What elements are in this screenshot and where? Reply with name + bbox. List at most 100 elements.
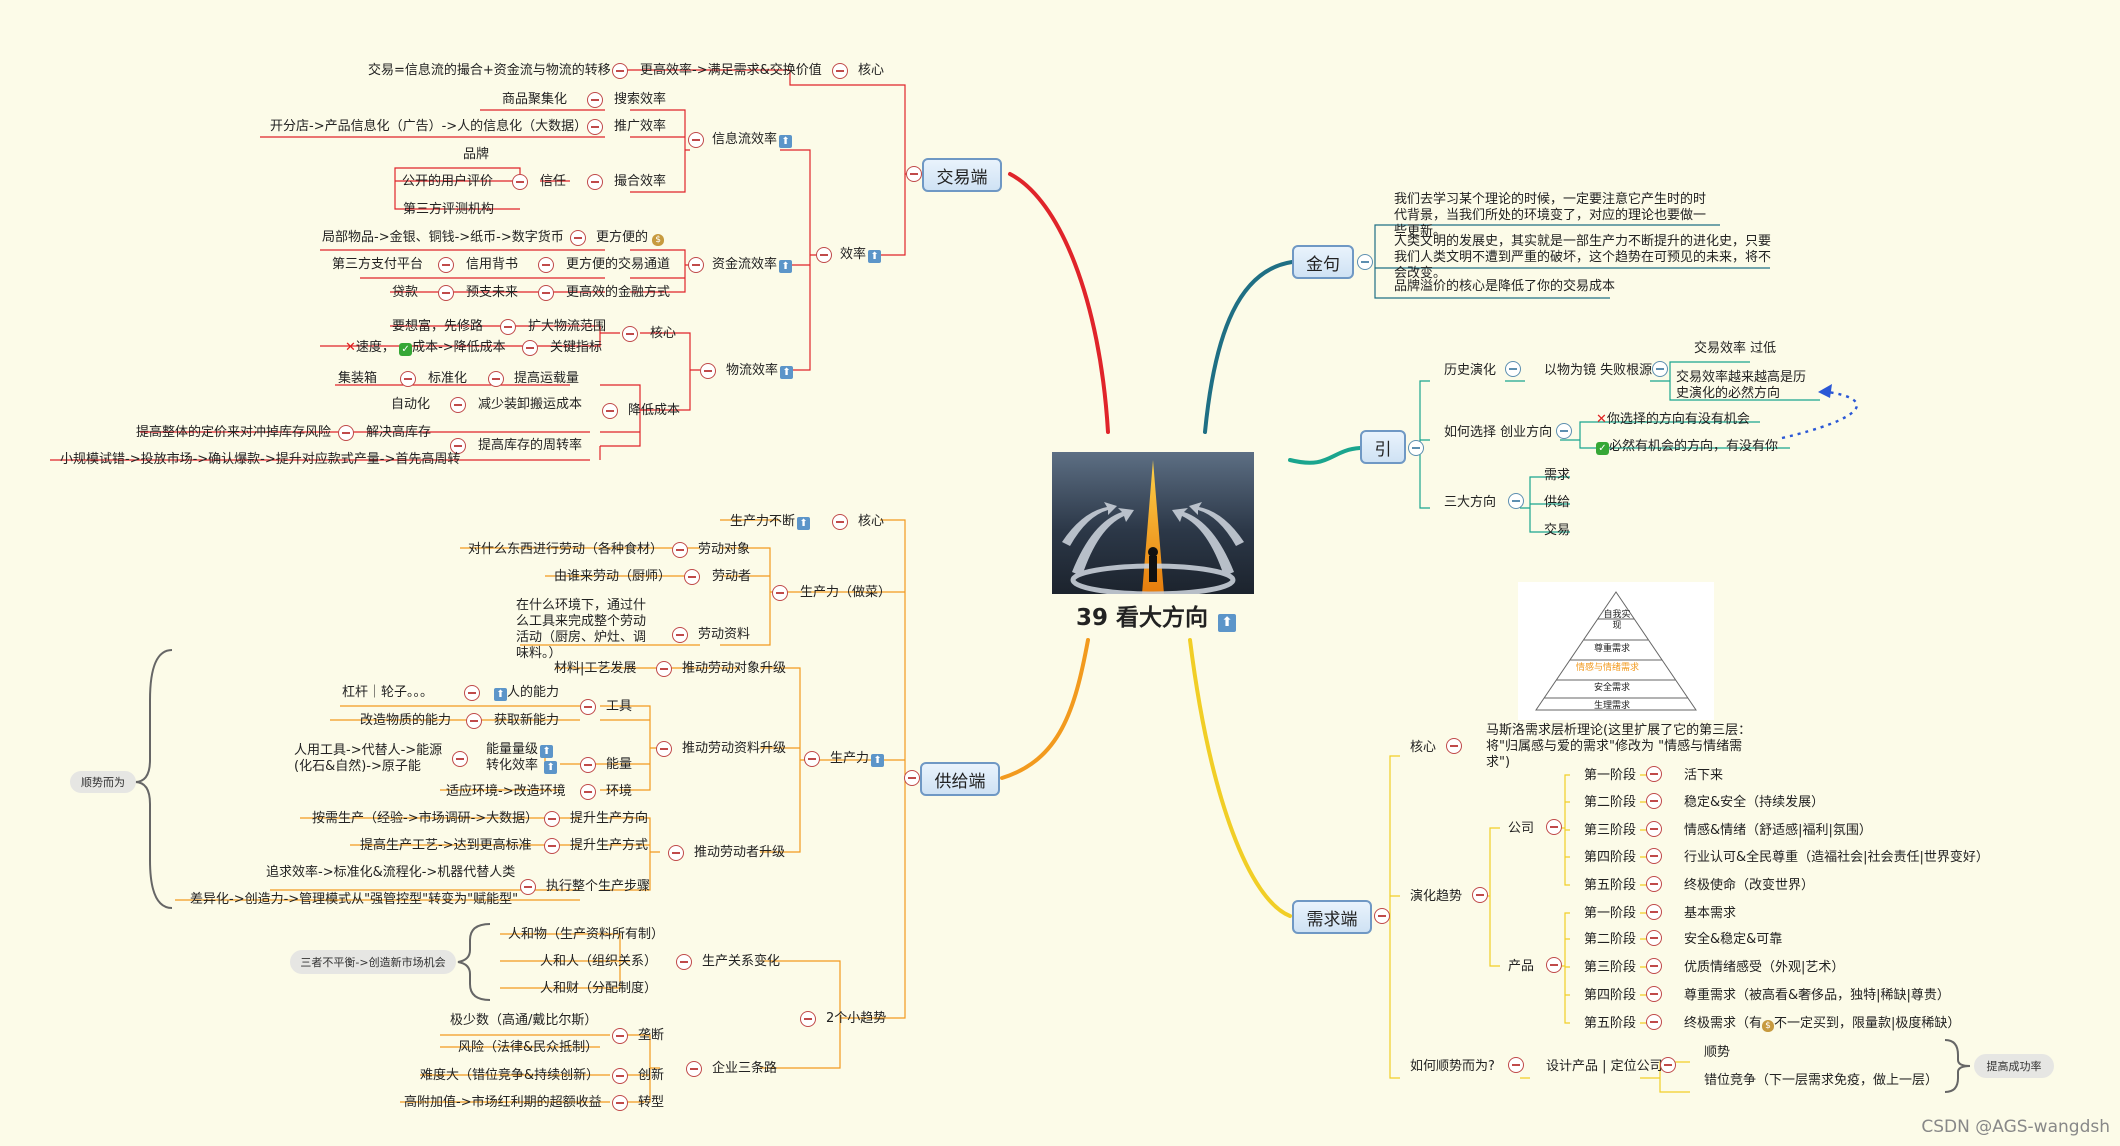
relation-1[interactable]: 人和物（生产资料所有制） <box>508 927 665 942</box>
collapse-toggle[interactable] <box>1646 986 1662 1002</box>
collapse-toggle[interactable] <box>672 627 688 643</box>
how-to-follow[interactable]: 如何顺势而为? <box>1410 1059 1495 1074</box>
standardize[interactable]: 标准化 <box>428 371 468 386</box>
supply-core[interactable]: 核心 <box>858 514 885 529</box>
credit[interactable]: 信用背书 <box>466 257 519 272</box>
collapse-toggle[interactable] <box>466 713 482 729</box>
collapse-toggle[interactable] <box>438 285 454 301</box>
solve-high-stock[interactable]: 解决高库存 <box>366 425 432 440</box>
key-metrics[interactable]: 关键指标 <box>550 340 603 355</box>
execute-steps[interactable]: 执行整个生产步骤 <box>546 879 651 894</box>
collapse-toggle[interactable] <box>570 230 586 246</box>
transformation[interactable]: 转型 <box>638 1095 665 1110</box>
collapse-toggle[interactable] <box>656 661 672 677</box>
product-stage-1[interactable]: 第一阶段 <box>1584 906 1637 921</box>
company[interactable]: 公司 <box>1508 821 1535 836</box>
more-convenient[interactable]: 更方便的 $ <box>596 231 665 246</box>
collapse-toggle[interactable] <box>1646 1014 1662 1030</box>
lower-cost[interactable]: 降低成本 <box>628 403 681 418</box>
push-labor-object[interactable]: 推动劳动对象升级 <box>682 661 787 676</box>
direction-trade[interactable]: 交易 <box>1544 523 1571 538</box>
transformation-leaf[interactable]: 高附加值->市场红利期的超额收益 <box>404 1095 602 1110</box>
collapse-toggle[interactable] <box>450 397 466 413</box>
collapse-toggle-intro[interactable] <box>1408 440 1424 456</box>
product[interactable]: 产品 <box>1508 959 1535 974</box>
collapse-toggle[interactable] <box>656 741 672 757</box>
collapse-toggle[interactable] <box>587 92 603 108</box>
collapse-toggle[interactable] <box>464 685 480 701</box>
execute-leaf-2[interactable]: 差异化->创造力->管理模式从"强管控型"转变为"赋能型" <box>190 892 519 907</box>
trade-efficiency[interactable]: 效率⬆ <box>840 248 882 263</box>
gain-new-ability[interactable]: 获取新能力 <box>494 713 560 728</box>
human-ability[interactable]: ⬆人的能力 <box>492 686 559 701</box>
collapse-toggle[interactable] <box>1646 766 1662 782</box>
productivity[interactable]: 生产力⬆ <box>830 752 885 767</box>
turnover-leaf[interactable]: 小规模试错->投放市场->确认爆款->提升对应款式产量->首先高周转 <box>60 452 461 467</box>
offset-competition[interactable]: 错位竞争（下一层需求免疫，做上一层） <box>1704 1073 1939 1088</box>
collapse-toggle[interactable] <box>800 1011 816 1027</box>
collapse-toggle[interactable] <box>1505 361 1521 377</box>
collapse-toggle[interactable] <box>816 247 832 263</box>
collapse-toggle[interactable] <box>488 371 504 387</box>
branch-quotes[interactable]: 金句 <box>1292 245 1354 279</box>
brand[interactable]: 品牌 <box>463 147 490 162</box>
branch-trade[interactable]: 交易端 <box>922 158 1002 192</box>
collapse-toggle[interactable] <box>612 1095 628 1111</box>
third-party-pay[interactable]: 第三方支付平台 <box>332 257 424 272</box>
less-handling[interactable]: 减少装卸搬运成本 <box>478 397 583 412</box>
product-stage-3-text[interactable]: 优质情绪感受（外观|艺术） <box>1684 960 1845 975</box>
collapse-toggle[interactable] <box>672 542 688 558</box>
branch-supply[interactable]: 供给端 <box>920 762 1000 796</box>
search-efficiency[interactable]: 搜索效率 <box>614 92 667 107</box>
innovation-leaf[interactable]: 难度大（错位竞争&持续创新） <box>420 1068 600 1083</box>
collapse-toggle[interactable] <box>700 363 716 379</box>
collapse-toggle[interactable] <box>1646 904 1662 920</box>
labor-object-leaf[interactable]: 对什么东西进行劳动（各种食材） <box>468 542 664 557</box>
product-stage-4[interactable]: 第四阶段 <box>1584 988 1637 1003</box>
collapse-toggle[interactable] <box>452 751 468 767</box>
right-question[interactable]: ✓必然有机会的方向，有没有你 <box>1596 440 1778 455</box>
raise-method[interactable]: 提升生产方式 <box>570 838 649 853</box>
collapse-toggle[interactable] <box>832 514 848 530</box>
collapse-toggle[interactable] <box>450 438 466 454</box>
energy-leaf[interactable]: 人用工具->代替人->能源(化石&自然)->原子能 <box>294 743 443 774</box>
production-relations[interactable]: 生产关系变化 <box>702 954 781 969</box>
collapse-toggle[interactable] <box>676 954 692 970</box>
quote-2[interactable]: 人类文明的发展史，其实就是一部生产力不断提升的进化史，只要我们人类文明不遭到严重… <box>1394 234 1772 281</box>
collapse-toggle[interactable] <box>686 1061 702 1077</box>
innovation[interactable]: 创新 <box>638 1068 665 1083</box>
collapse-toggle[interactable] <box>1446 738 1462 754</box>
efficiency-rising[interactable]: 交易效率越来越高是历史演化的必然方向 <box>1676 370 1807 401</box>
material-leaf[interactable]: 材料|工艺发展 <box>554 661 637 676</box>
collapse-toggle[interactable] <box>1646 930 1662 946</box>
design-position[interactable]: 设计产品 | 定位公司 <box>1546 1059 1663 1074</box>
collapse-toggle[interactable] <box>602 403 618 419</box>
collapse-toggle[interactable] <box>684 569 700 585</box>
prepay[interactable]: 预支未来 <box>466 285 519 300</box>
collapse-toggle[interactable] <box>1646 848 1662 864</box>
collapse-toggle[interactable] <box>1652 361 1668 377</box>
productivity-cooking[interactable]: 生产力（做菜） <box>800 585 892 600</box>
collapse-toggle[interactable] <box>612 63 628 79</box>
follow-leaf[interactable]: 顺势 <box>1704 1045 1731 1060</box>
third-party-review[interactable]: 第三方评测机构 <box>403 202 495 217</box>
product-stage-2-text[interactable]: 安全&稳定&可靠 <box>1684 932 1783 947</box>
imbalance-label[interactable]: 三者不平衡->创造新市场机会 <box>290 950 456 974</box>
quote-1[interactable]: 我们去学习某个理论的时候，一定要注意它产生时的时代背景，当我们所处的环境变了，对… <box>1394 192 1707 239</box>
loan[interactable]: 贷款 <box>392 285 419 300</box>
collapse-toggle-supply[interactable] <box>904 770 920 786</box>
raise-success-label[interactable]: 提高成功率 <box>1974 1054 2054 1078</box>
lever-leaf[interactable]: 杠杆｜轮子。。。 <box>342 685 434 700</box>
trade-core-leaf[interactable]: 交易=信息流的撮合+资金流与物流的转移 <box>368 63 611 78</box>
raise-direction[interactable]: 提升生产方向 <box>570 811 649 826</box>
monopoly[interactable]: 垄断 <box>638 1028 665 1043</box>
collapse-toggle[interactable] <box>544 838 560 854</box>
collapse-toggle[interactable] <box>612 1028 628 1044</box>
automation[interactable]: 自动化 <box>391 397 431 412</box>
demand-core[interactable]: 核心 <box>1410 740 1437 755</box>
collapse-toggle[interactable] <box>1472 887 1488 903</box>
collapse-toggle[interactable] <box>1508 1057 1524 1073</box>
tools[interactable]: 工具 <box>606 699 633 714</box>
labor-object[interactable]: 劳动对象 <box>698 542 751 557</box>
direction-supply[interactable]: 供给 <box>1544 495 1571 510</box>
